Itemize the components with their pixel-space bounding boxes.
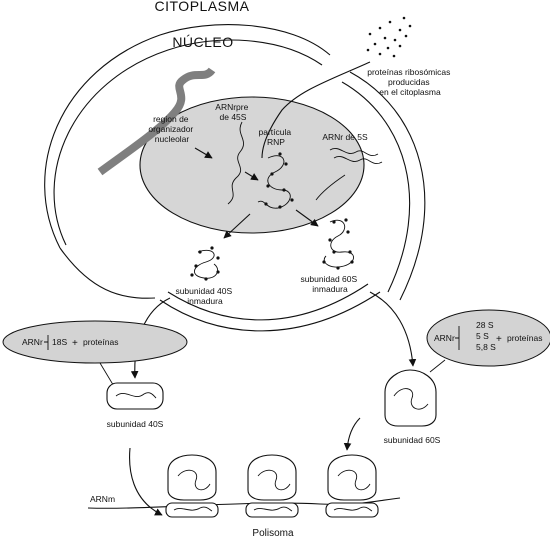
nuclear-envelope-bottom-outer xyxy=(159,291,381,332)
mature-60s-subunit xyxy=(384,369,437,427)
rrna-5s-strand-2 xyxy=(333,156,383,164)
mature-40s-rrna xyxy=(115,392,157,399)
immature-40s-label: subunidad 40S inmadura xyxy=(175,286,234,306)
mature-60s-rrna xyxy=(393,388,429,410)
arrow-to-40s-immature xyxy=(223,213,251,239)
bubble-60s-suffix: proteínas xyxy=(507,333,542,343)
ribosomal-protein-dots xyxy=(366,16,412,58)
bubble-60s-pointer xyxy=(429,359,446,373)
nucleolar-organizer-label: region de organizador nucleolar xyxy=(148,114,195,144)
arrow-60s-to-polysome xyxy=(343,417,361,451)
bubble-60s-item-1: 28 S xyxy=(476,320,494,330)
bubble-60s-item-3: 5,8 S xyxy=(476,342,496,352)
rrna-5s-label: ARNr de 5S xyxy=(322,132,368,142)
mature-60s-label: subunidad 60S xyxy=(384,435,441,445)
arrow-40s-to-polysome xyxy=(129,447,163,516)
bubble-60s-bracket xyxy=(455,326,460,350)
cytoplasm-title: CITOPLASMA xyxy=(155,0,250,14)
rnp-particle-strand xyxy=(257,155,291,209)
arrow-export-60s xyxy=(369,291,417,367)
bubble-60s-plus: + xyxy=(496,334,502,345)
immature-40s-strand xyxy=(194,250,218,279)
composition-bubble-60s xyxy=(426,309,550,367)
nuclear-envelope-inner xyxy=(53,39,323,246)
nucleus-label: NÚCLEO xyxy=(172,34,233,50)
immature-60s-strand xyxy=(323,219,354,268)
arrow-to-transcription xyxy=(194,147,213,159)
rnp-bound-proteins xyxy=(264,152,294,209)
pre-rrna-45s-strand xyxy=(227,121,244,205)
rrna-5s-strand-1 xyxy=(329,148,379,156)
nuclear-envelope-outer xyxy=(44,24,331,249)
polysome-ribosome-2 xyxy=(245,454,299,518)
external-proteins-label: proteínas ribosómicas producidas en el c… xyxy=(367,67,453,97)
nucleolar-organizer-chromatin xyxy=(97,67,216,176)
nucleolus xyxy=(139,96,365,234)
polysome-ribosome-3 xyxy=(325,454,379,518)
bubble-40s-prefix: ARNr xyxy=(22,337,43,347)
nuclear-envelope-right-inner xyxy=(341,81,411,293)
rrna-5s-path xyxy=(315,174,346,201)
immature-60s-proteins xyxy=(322,218,354,270)
nuclear-envelope-right-outer xyxy=(349,71,426,301)
pre-rrna-label: ARNrpre de 45S xyxy=(215,102,250,122)
bubble-60s-prefix: ARNr xyxy=(434,333,455,343)
mature-40s-label: subunidad 40S xyxy=(107,419,164,429)
polysome-label: Polisoma xyxy=(252,528,294,539)
rnp-particle-label: partícula RNP xyxy=(259,127,294,147)
polysome-ribosome-1 xyxy=(165,454,219,518)
immature-40s-proteins xyxy=(190,246,220,281)
arrow-to-rnp xyxy=(244,171,259,181)
nuclear-envelope-bottom-inner xyxy=(167,283,369,321)
bubble-40s-suffix: proteínas xyxy=(83,337,118,347)
bubble-60s-item-2: 5 S xyxy=(476,331,489,341)
protein-import-path xyxy=(261,61,371,159)
composition-bubble-40s xyxy=(2,320,188,364)
nuclear-envelope-left-bottom xyxy=(59,247,156,299)
bubble-40s-bracket xyxy=(44,335,49,350)
immature-60s-label: subunidad 60S inmadura xyxy=(300,274,359,294)
bubble-40s-plus: + xyxy=(72,338,78,349)
mrna-label: ARNm xyxy=(90,494,115,504)
arrow-to-60s-immature xyxy=(295,209,319,227)
bubble-40s-item: 18S xyxy=(52,337,67,347)
